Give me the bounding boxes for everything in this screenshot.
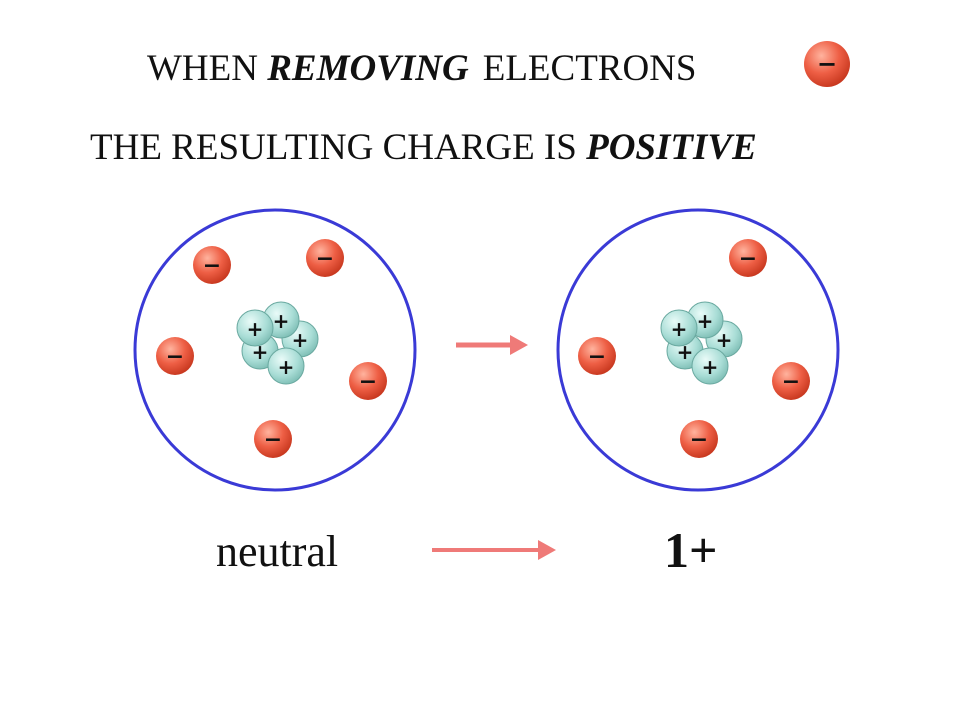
heading-line-1-prefix: WHEN: [147, 48, 258, 89]
svg-text:+: +: [702, 355, 719, 379]
svg-text:−: −: [166, 345, 184, 370]
heading-line-1: WHEN REMOVING ELECTRONS: [147, 44, 697, 94]
svg-text:+: +: [292, 328, 309, 352]
svg-text:+: +: [278, 355, 295, 379]
atom-ion-nucleus: + + + + +: [660, 301, 743, 385]
svg-text:+: +: [697, 309, 714, 333]
electron: −: [156, 337, 194, 375]
proton: +: [691, 347, 729, 385]
electron: −: [254, 420, 292, 458]
atom-ion-shell: [556, 208, 840, 492]
svg-text:−: −: [782, 370, 800, 395]
arrow-icon: [456, 335, 528, 355]
svg-text:−: −: [316, 247, 334, 272]
svg-text:−: −: [588, 345, 606, 370]
electron: −: [578, 337, 616, 375]
atom-neutral: + + + + + − − − − −: [133, 208, 417, 492]
heading-line-1-emphasis: REMOVING: [267, 48, 469, 89]
heading-line-2-emphasis: POSITIVE: [586, 127, 757, 168]
title-electron-icon: −: [804, 41, 850, 87]
heading-line-2: THE RESULTING CHARGE IS POSITIVE: [90, 123, 757, 173]
heading-line-2-prefix: THE RESULTING CHARGE IS: [90, 127, 577, 168]
electron: −: [306, 239, 344, 277]
atom-neutral-shell: [133, 208, 417, 492]
electron: −: [680, 420, 718, 458]
svg-text:+: +: [716, 328, 733, 352]
label-arrow-icon: [432, 540, 556, 560]
proton: +: [267, 347, 305, 385]
proton: +: [660, 309, 698, 347]
label-neutral: neutral: [216, 527, 339, 576]
atom-ion: + + + + + − − − −: [556, 208, 840, 492]
electron: −: [772, 362, 810, 400]
svg-text:+: +: [273, 309, 290, 333]
electron: −: [193, 246, 231, 284]
title-electron-sign: −: [817, 50, 837, 78]
svg-text:−: −: [359, 370, 377, 395]
svg-text:−: −: [203, 254, 221, 279]
svg-text:+: +: [247, 317, 264, 341]
atom-neutral-nucleus: + + + + +: [236, 301, 319, 385]
svg-text:+: +: [671, 317, 688, 341]
svg-text:−: −: [739, 247, 757, 272]
svg-text:−: −: [264, 428, 282, 453]
proton: +: [236, 309, 274, 347]
svg-text:−: −: [690, 428, 708, 453]
label-charge: 1+: [664, 522, 718, 578]
heading-line-1-suffix: ELECTRONS: [482, 48, 697, 89]
electron: −: [729, 239, 767, 277]
electron: −: [349, 362, 387, 400]
